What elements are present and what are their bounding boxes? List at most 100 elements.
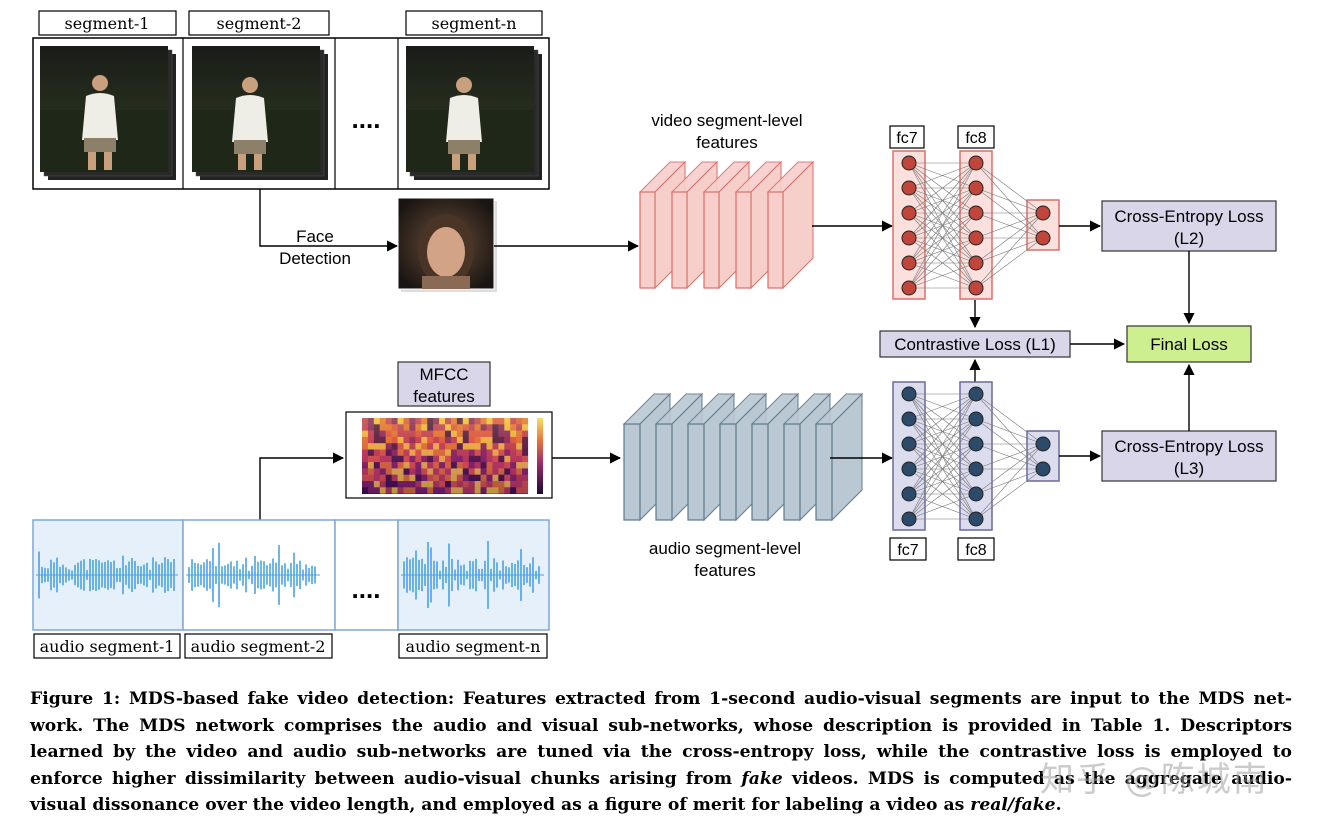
segment-2-label-box <box>188 10 330 36</box>
mfcc-label-1: MFCC <box>419 365 468 384</box>
video-fc7-node-4 <box>901 230 917 246</box>
video-fc8-node-1 <box>968 155 984 171</box>
ce-loss-l2-sub: (L2) <box>1174 229 1204 248</box>
contrastive-loss-label: Contrastive Loss (L1) <box>894 335 1056 354</box>
video-fc7-node-1 <box>901 155 917 171</box>
video-fc7-layer <box>892 150 926 300</box>
audio-segment-n-label-box <box>398 633 548 659</box>
audio-fc8-node-5 <box>968 486 984 502</box>
audio-fc7-node-5 <box>901 486 917 502</box>
video-features-label-1: video segment-level <box>651 111 802 130</box>
fc8-top-label: fc8 <box>965 130 986 147</box>
frame-stack-2 <box>192 46 328 180</box>
audio-fc8-node-4 <box>968 461 984 477</box>
mfcc-colorbar <box>537 418 543 494</box>
audio-fc7-layer <box>892 381 926 531</box>
contrastive-loss-box <box>879 330 1071 358</box>
audio-fc7-node-1 <box>901 386 917 402</box>
video-fc8-node-3 <box>968 205 984 221</box>
caption-end: . <box>1055 795 1062 816</box>
video-ellipsis: .... <box>352 104 381 134</box>
video-fc8-node-4 <box>968 230 984 246</box>
video-segments: segment-1 segment-2 segment-n <box>32 10 550 190</box>
video-subnetwork: fc7 fc8 <box>889 125 1102 329</box>
audio-waveform-2 <box>186 542 320 608</box>
audio-fc8-node-6 <box>968 511 984 527</box>
audio-fc8-layer <box>959 381 993 531</box>
audio-features-label-2: features <box>694 561 755 580</box>
figure-caption: Figure 1: MDS-based fake video detection… <box>30 686 1292 819</box>
video-fc7-node-2 <box>901 180 917 196</box>
video-fc7-node-5 <box>901 255 917 271</box>
video-fc8-layer <box>959 150 993 300</box>
video-features-label-2: features <box>696 133 757 152</box>
video-output-node-2 <box>1035 230 1051 246</box>
fc8-bottom-label: fc8 <box>965 542 986 559</box>
ce-loss-l3-box <box>1101 430 1277 482</box>
audio-output-node-1 <box>1035 436 1051 452</box>
video-fc8-node-6 <box>968 280 984 296</box>
audio-fc7-node-2 <box>901 411 917 427</box>
face-detection-label-2: Detection <box>279 249 351 268</box>
video-fc7-node-6 <box>901 280 917 296</box>
video-feature-blocks: video segment-level features <box>638 111 894 290</box>
audio-segment-n-label: audio segment-n <box>406 637 541 656</box>
audio-feature-block-7 <box>814 392 864 522</box>
face-detection-label-1: Face <box>296 227 334 246</box>
final-loss-box <box>1126 325 1252 363</box>
audio-fc7-node-3 <box>901 436 917 452</box>
segment-2-label: segment-2 <box>217 14 302 33</box>
segment-1-label-box <box>38 10 177 36</box>
fc7-bottom-label-box <box>889 537 927 561</box>
audio-fc8-node-1 <box>968 386 984 402</box>
mfcc: MFCC features <box>259 361 622 520</box>
audio-segment-1-label-box <box>33 633 181 659</box>
audio-fc8-node-3 <box>968 436 984 452</box>
face-detection: Face Detection <box>259 189 640 292</box>
mfcc-label-box <box>397 361 491 407</box>
audio-segments: .... audio segment-1 audio segment-2 aud… <box>32 519 550 659</box>
caption-middle: videos. MDS is computed as the aggregate… <box>30 768 1293 816</box>
audio-segment-2-label: audio segment-2 <box>191 637 326 656</box>
losses: Cross-Entropy Loss (L2) Contrastive Loss… <box>879 200 1277 482</box>
ce-loss-l3-label: Cross-Entropy Loss <box>1114 437 1263 456</box>
watermark: 知乎 @陈城南 <box>1040 760 1269 800</box>
caption-prefix: Figure 1: MDS-based fake video detection… <box>30 689 1292 789</box>
frame-stack-1 <box>40 46 176 180</box>
mds-diagram: segment-1 segment-2 segment-n <box>32 10 1277 659</box>
fc7-top-label: fc7 <box>896 130 917 147</box>
face-crop-image <box>397 197 497 292</box>
audio-subnetwork: fc7 fc8 <box>889 381 1102 561</box>
caption-real-fake: real/fake <box>970 795 1056 816</box>
audio-waveform-1 <box>36 551 178 599</box>
ce-loss-l2-label: Cross-Entropy Loss <box>1114 207 1263 226</box>
video-fc8-node-2 <box>968 180 984 196</box>
segment-n-label-box <box>405 10 543 36</box>
audio-fc7-node-6 <box>901 511 917 527</box>
fc7-bottom-label: fc7 <box>897 542 918 559</box>
ce-loss-l3-sub: (L3) <box>1174 459 1204 478</box>
mfcc-label-2: features <box>413 387 474 406</box>
frame-stack-n <box>406 46 542 180</box>
fc7-top-label-box <box>889 125 925 149</box>
caption-fake-word: fake <box>741 768 783 789</box>
audio-segment-2-label-box <box>184 633 333 659</box>
audio-fc8-node-2 <box>968 411 984 427</box>
audio-features-label-1: audio segment-level <box>649 539 801 558</box>
video-fc7-node-3 <box>901 205 917 221</box>
fc8-top-label-box <box>957 125 995 149</box>
audio-output-node-2 <box>1035 461 1051 477</box>
segment-1-label: segment-1 <box>65 14 150 33</box>
audio-waveform-n <box>401 541 544 609</box>
audio-segment-1-label: audio segment-1 <box>40 637 175 656</box>
audio-feature-blocks: audio segment-level features <box>622 392 894 580</box>
audio-panel-gap <box>334 519 399 631</box>
audio-fc7-node-4 <box>901 461 917 477</box>
final-loss-label: Final Loss <box>1150 335 1227 354</box>
video-fc8-node-5 <box>968 255 984 271</box>
video-output-node-1 <box>1035 205 1051 221</box>
audio-ellipsis: .... <box>352 574 381 604</box>
segment-n-label: segment-n <box>431 14 516 33</box>
fc8-bottom-label-box <box>957 537 995 561</box>
video-feature-block-5 <box>766 160 815 290</box>
